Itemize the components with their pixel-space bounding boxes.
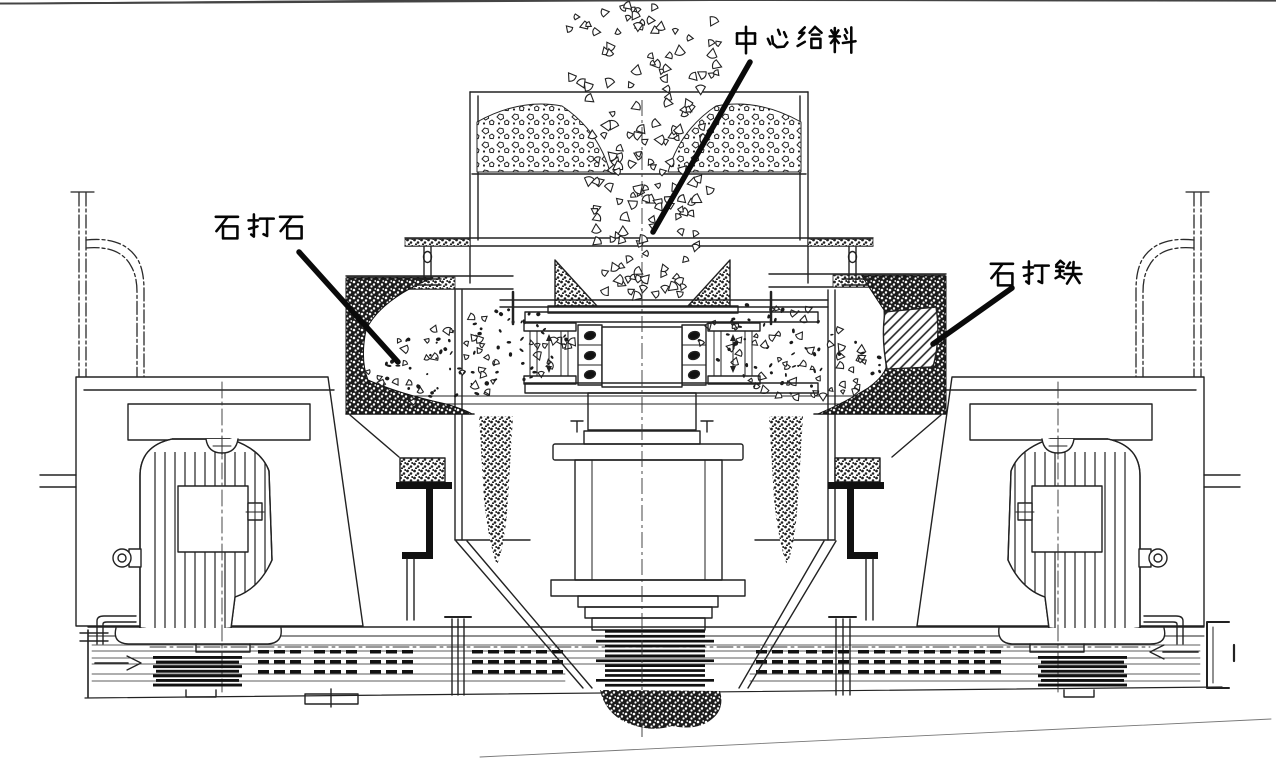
feed-hopper xyxy=(404,91,874,286)
leader-line-rock-on-iron xyxy=(930,285,1015,347)
annotation-labels xyxy=(214,25,1083,287)
scan-artifacts xyxy=(0,0,1276,5)
iron-anvil xyxy=(882,306,939,370)
label-rock-on-rock: 石打石 xyxy=(214,211,304,246)
label-rock-on-iron: 石打铁 xyxy=(989,258,1079,293)
motor-cabinet xyxy=(75,376,364,627)
floor-edge-line xyxy=(479,718,1272,758)
rock-curtains xyxy=(479,416,803,565)
shaft-bellows xyxy=(596,630,714,687)
motor-fitting xyxy=(112,548,132,568)
rock-shelf-left xyxy=(345,277,473,415)
feed-eye-ring xyxy=(499,259,829,326)
leader-line-rock-on-rock xyxy=(296,249,401,365)
cabinet-panel xyxy=(127,403,311,441)
base-right-end xyxy=(1206,621,1230,689)
belt-pulley xyxy=(153,656,242,687)
crushing-chamber xyxy=(345,273,947,415)
label-center-feed: 中心给料 xyxy=(731,24,851,59)
hopper-bracket-right xyxy=(841,245,869,286)
handrail-pipe xyxy=(78,192,87,378)
discharge-pile xyxy=(600,690,722,729)
bearing-tube xyxy=(574,459,723,581)
rock-spray-left xyxy=(364,308,577,406)
main-shaft-column xyxy=(550,392,746,729)
base-louvers xyxy=(258,650,1001,674)
rotor-assembly xyxy=(523,311,819,394)
leader-line-center-feed xyxy=(650,59,753,235)
motor-terminal-box xyxy=(177,485,249,553)
feed-stream-particles xyxy=(565,0,723,301)
motor-foot xyxy=(114,627,282,645)
support-post-left xyxy=(451,618,465,696)
hopper-bracket-left xyxy=(414,245,442,286)
hopper-rock-wedge-left xyxy=(476,103,611,173)
support-post-right xyxy=(835,618,851,696)
bearing-pedestals xyxy=(396,457,884,621)
rock-spray-right xyxy=(697,303,882,402)
